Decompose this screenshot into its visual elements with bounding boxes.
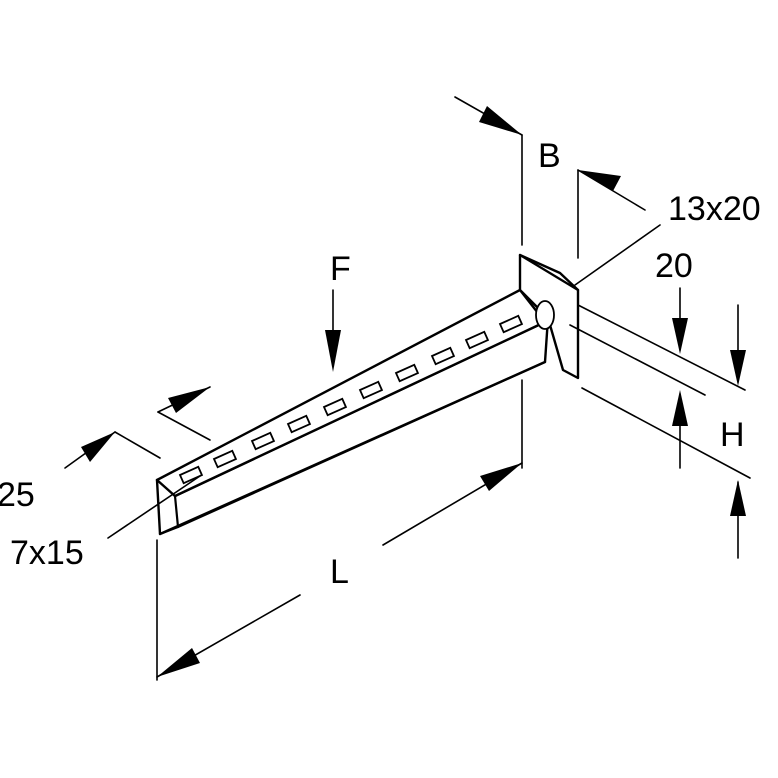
dimension-height: 20 H: [569, 247, 751, 559]
label-force-f: F: [330, 250, 351, 288]
arm-inner-edge: [173, 494, 180, 529]
arrow: [157, 648, 200, 677]
arrow: [578, 170, 621, 191]
label-length-l: L: [330, 553, 349, 591]
slot: [394, 363, 420, 383]
slot: [178, 465, 204, 485]
label-flange-25: 25: [0, 476, 35, 514]
slot: [358, 380, 384, 400]
slot: [464, 330, 490, 350]
slot-row: [178, 314, 524, 485]
slot: [498, 314, 524, 334]
dimension-length: L: [156, 379, 523, 681]
label-width-b: B: [538, 137, 561, 175]
arrow: [480, 463, 522, 491]
wall-plate-edge: [518, 253, 580, 292]
arm-top-flange: [155, 288, 547, 498]
leader-slot-13x20: 13x20: [574, 190, 761, 286]
cantilever-bracket: [155, 253, 580, 536]
arrow: [672, 390, 688, 426]
slot: [250, 431, 276, 451]
force-arrow: F: [325, 250, 351, 372]
slot: [286, 414, 312, 434]
label-slot-7x15: 7x15: [10, 534, 84, 572]
slot: [212, 449, 238, 469]
arrow: [672, 318, 688, 354]
arm-bottom-face: [155, 316, 550, 536]
arrow: [479, 106, 522, 135]
arrow: [168, 387, 210, 413]
arrow: [730, 350, 746, 386]
leader-slot-7x15: 7x15: [10, 475, 201, 572]
label-slot-13x20: 13x20: [668, 190, 761, 228]
slot: [430, 346, 456, 366]
label-height-20: 20: [655, 247, 693, 285]
fixing-hole: [535, 300, 555, 330]
slot: [322, 397, 348, 417]
dimension-flange-25: 25: [0, 386, 211, 514]
dimension-b: B: [454, 96, 646, 259]
label-height-h: H: [720, 416, 745, 454]
arrow: [730, 480, 746, 516]
arrow: [81, 432, 115, 462]
arrow: [325, 330, 341, 372]
